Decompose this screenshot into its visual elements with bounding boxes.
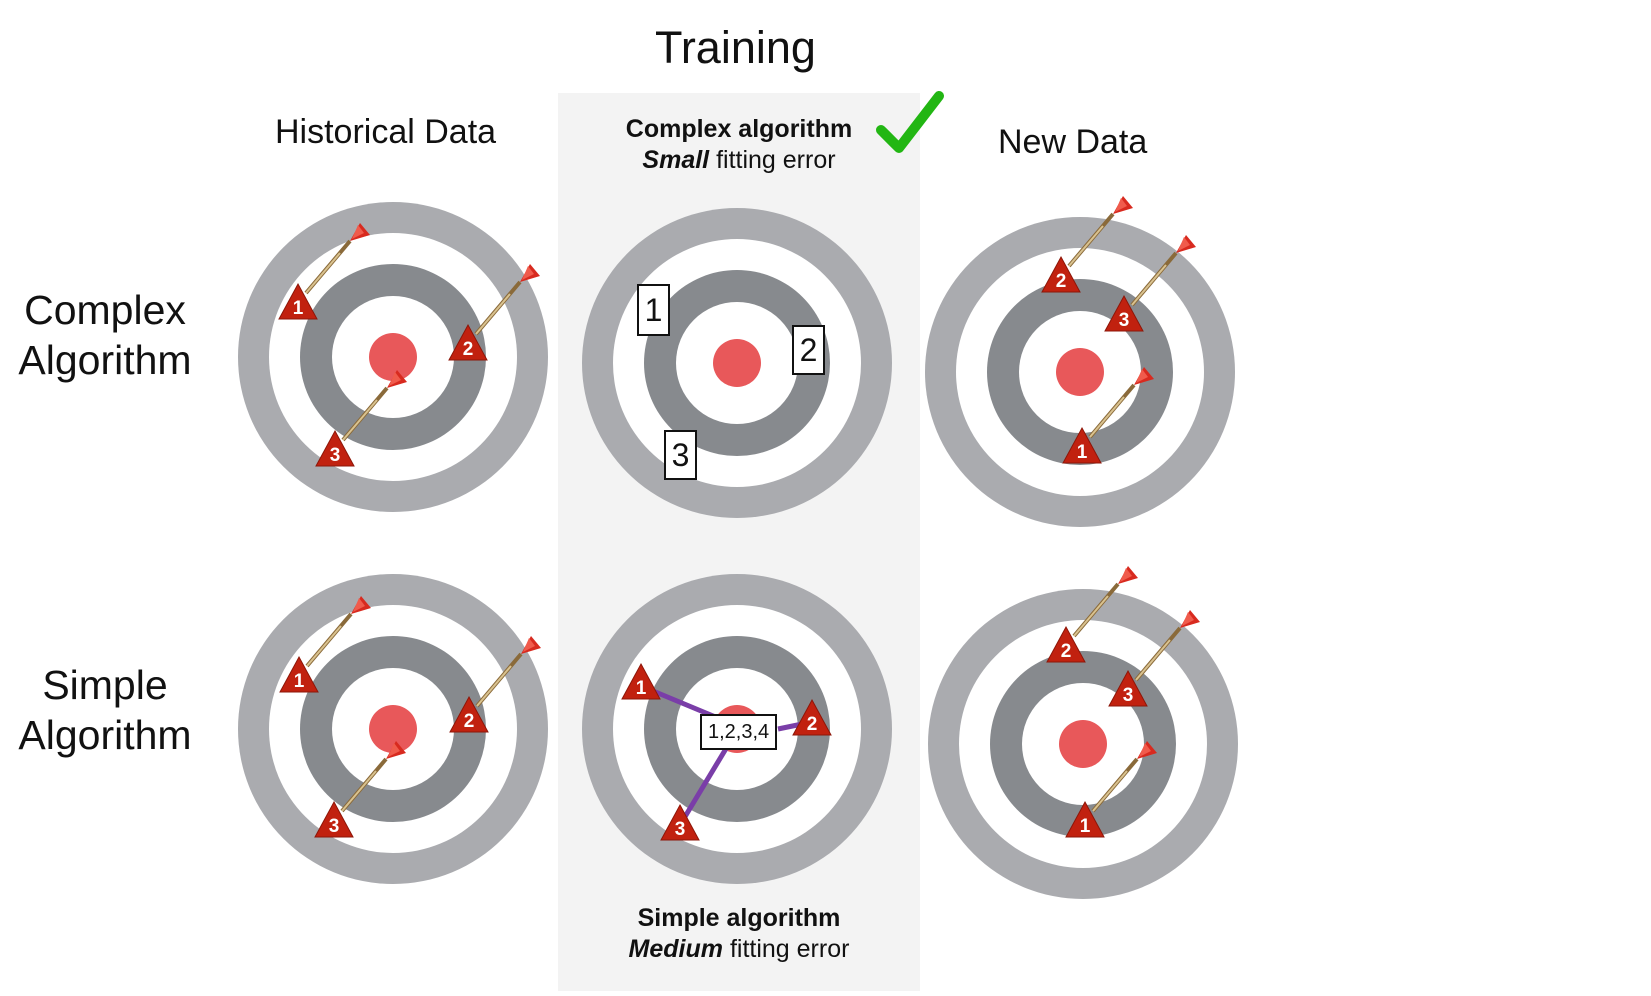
row-header-simple: Simple Algorithm: [0, 660, 210, 760]
triangle-marker-icon: [278, 282, 318, 320]
complex-caption: Complex algorithm Small fitting error: [558, 114, 920, 176]
triangle-marker-icon: [1041, 255, 1081, 293]
new-complex-marker-1: 1: [1062, 365, 1156, 464]
historical-complex-marker-1-text: 1: [293, 298, 304, 319]
new-complex-marker-2-text: 2: [1056, 271, 1067, 292]
historical-simple-marker-1-text: 1: [294, 671, 305, 692]
triangle-marker-icon: [1108, 669, 1148, 707]
row-header-simple-line1: Simple: [42, 662, 168, 708]
simple-caption-rest: fitting error: [723, 935, 850, 963]
row-header-complex-line2: Algorithm: [18, 337, 192, 383]
new-simple-marker-2-text: 2: [1061, 641, 1072, 662]
new-simple-marker-3-text: 3: [1123, 685, 1134, 706]
training-simple-marker-3-text: 3: [675, 819, 686, 840]
triangle-marker-icon: [792, 698, 832, 736]
complex-caption-emphasis: Small: [642, 146, 710, 174]
target-new-simple: [928, 589, 1238, 899]
historical-simple-marker-1: 1: [279, 594, 373, 693]
training-simple-marker-1-text: 1: [636, 678, 647, 699]
row-header-complex: Complex Algorithm: [0, 285, 210, 385]
column-header-new: New Data: [998, 123, 1148, 161]
training-simple-connector-3: [677, 740, 733, 827]
historical-complex-marker-3-text: 3: [330, 445, 341, 466]
new-simple-marker-1-text: 1: [1080, 816, 1091, 837]
training-complex-label-1: 1: [637, 284, 670, 336]
historical-complex-marker-1: 1: [278, 221, 372, 320]
new-complex-marker-2: 2: [1041, 194, 1135, 293]
training-simple-marker-2: 2: [792, 698, 832, 736]
historical-simple-marker-2: 2: [449, 634, 543, 733]
training-simple-center-label: 1,2,3,4: [700, 714, 778, 750]
triangle-marker-icon: [279, 655, 319, 693]
target-new-complex: [925, 217, 1235, 527]
triangle-marker-icon: [314, 800, 354, 838]
training-simple-marker-2-text: 2: [807, 714, 818, 735]
historical-complex-marker-2: 2: [448, 262, 542, 361]
simple-caption-emphasis: Medium: [628, 935, 723, 963]
new-simple-marker-1: 1: [1065, 739, 1159, 838]
triangle-marker-icon: [1062, 426, 1102, 464]
historical-simple-marker-3: 3: [314, 739, 408, 838]
complex-caption-title: Complex algorithm: [625, 115, 853, 143]
new-complex-marker-3-text: 3: [1119, 310, 1130, 331]
triangle-marker-icon: [660, 803, 700, 841]
historical-simple-marker-3-text: 3: [329, 816, 340, 837]
historical-simple-marker-2-text: 2: [464, 711, 475, 732]
triangle-marker-icon: [448, 323, 488, 361]
target-historical-complex: [238, 202, 548, 512]
training-simple-marker-3: 3: [660, 803, 700, 841]
training-title: Training: [655, 22, 816, 73]
training-complex-label-3: 3: [664, 430, 697, 480]
simple-caption: Simple algorithm Medium fitting error: [558, 903, 920, 965]
checkmark-icon: [876, 91, 944, 153]
simple-caption-title: Simple algorithm: [637, 904, 841, 932]
triangle-marker-icon: [315, 429, 355, 467]
training-simple-marker-1: 1: [621, 662, 661, 700]
new-simple-marker-3: 3: [1108, 608, 1202, 707]
training-complex-label-2: 2: [792, 325, 825, 375]
new-complex-marker-3: 3: [1104, 233, 1198, 332]
historical-complex-marker-2-text: 2: [463, 339, 474, 360]
complex-caption-rest: fitting error: [709, 146, 836, 174]
triangle-marker-icon: [621, 662, 661, 700]
row-header-simple-line2: Algorithm: [18, 712, 192, 758]
historical-complex-marker-3: 3: [315, 368, 409, 467]
new-simple-marker-2: 2: [1046, 564, 1140, 663]
row-header-complex-line1: Complex: [24, 287, 186, 333]
target-training-complex: [582, 208, 892, 518]
target-historical-simple: [238, 574, 548, 884]
triangle-marker-icon: [1065, 800, 1105, 838]
column-header-historical: Historical Data: [275, 113, 497, 151]
triangle-marker-icon: [1104, 294, 1144, 332]
triangle-marker-icon: [1046, 625, 1086, 663]
new-complex-marker-1-text: 1: [1077, 442, 1088, 463]
triangle-marker-icon: [449, 695, 489, 733]
